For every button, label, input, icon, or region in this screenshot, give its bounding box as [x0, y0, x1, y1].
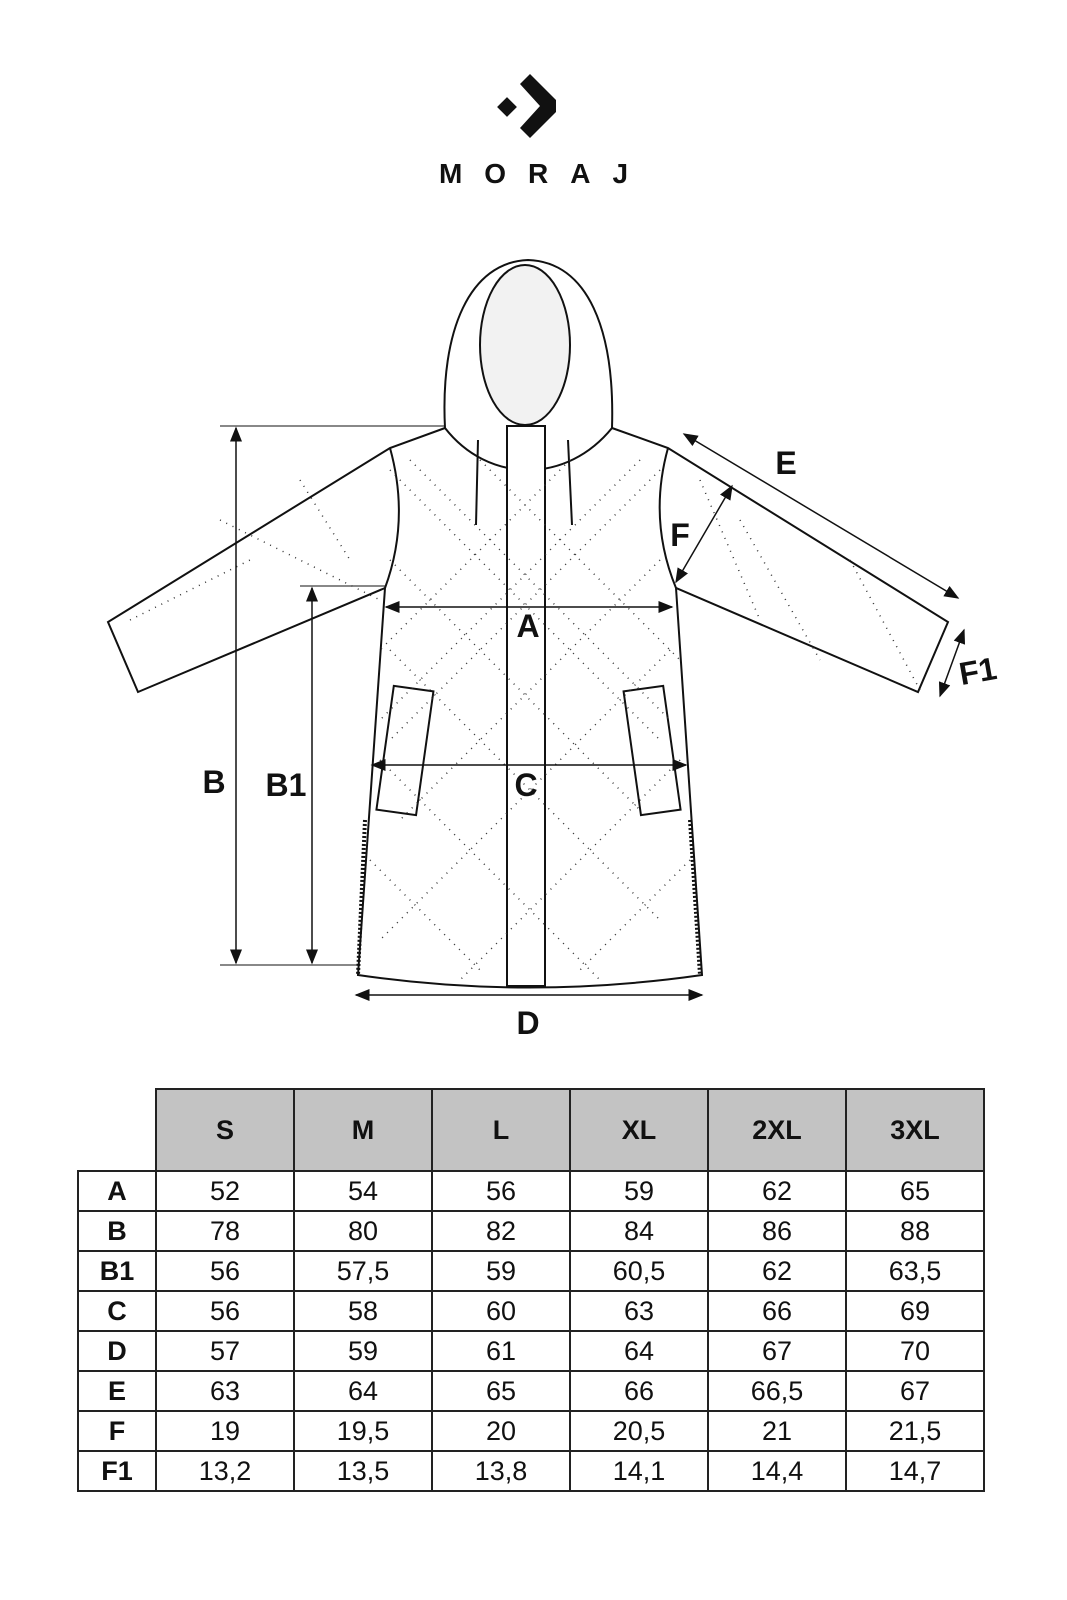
row-label: F1 [77, 1450, 157, 1492]
table-cell: 64 [569, 1330, 709, 1372]
quilt-pattern [129, 459, 921, 981]
row-label: F [77, 1410, 157, 1452]
row-label: D [77, 1330, 157, 1372]
table-cell: 88 [845, 1210, 985, 1252]
size-header: 3XL [845, 1088, 985, 1172]
table-cell: 56 [431, 1170, 571, 1212]
label-c: C [514, 767, 537, 803]
row-label: B1 [77, 1250, 157, 1292]
table-cell: 58 [293, 1290, 433, 1332]
table-cell: 63,5 [845, 1250, 985, 1292]
table-cell: 14,4 [707, 1450, 847, 1492]
label-f: F [670, 517, 690, 553]
table-cell: 62 [707, 1250, 847, 1292]
table-cell: 67 [845, 1370, 985, 1412]
table-cell: 52 [155, 1170, 295, 1212]
table-cell: 59 [293, 1330, 433, 1372]
brand-name: MORAJ [438, 158, 651, 189]
label-b1: B1 [266, 767, 307, 803]
table-cell: 59 [431, 1250, 571, 1292]
table-cell: 86 [707, 1210, 847, 1252]
table-cell: 56 [155, 1250, 295, 1292]
size-header: XL [569, 1088, 709, 1172]
table-cell: 19 [155, 1410, 295, 1452]
table-cell: 14,7 [845, 1450, 985, 1492]
size-header: M [293, 1088, 433, 1172]
table-cell: 59 [569, 1170, 709, 1212]
row-label: A [77, 1170, 157, 1212]
table-cell: 69 [845, 1290, 985, 1332]
table-cell: 63 [155, 1370, 295, 1412]
table-cell: 57,5 [293, 1250, 433, 1292]
table-cell: 65 [845, 1170, 985, 1212]
table-cell: 54 [293, 1170, 433, 1212]
table-cell: 61 [431, 1330, 571, 1372]
table-cell: 21 [707, 1410, 847, 1452]
table-cell: 66,5 [707, 1370, 847, 1412]
table-cell: 67 [707, 1330, 847, 1372]
measurement-lines [220, 425, 966, 1001]
table-cell: 65 [431, 1370, 571, 1412]
label-e: E [775, 445, 796, 481]
table-cell: 64 [293, 1370, 433, 1412]
table-cell: 13,8 [431, 1450, 571, 1492]
table-cell: 13,5 [293, 1450, 433, 1492]
table-cell: 19,5 [293, 1410, 433, 1452]
table-cell: 60,5 [569, 1250, 709, 1292]
label-b: B [202, 764, 225, 800]
row-label: E [77, 1370, 157, 1412]
table-cell: 84 [569, 1210, 709, 1252]
table-cell: 63 [569, 1290, 709, 1332]
table-cell: 21,5 [845, 1410, 985, 1452]
table-cell: 20 [431, 1410, 571, 1452]
label-f1: F1 [956, 650, 999, 692]
label-a: A [516, 608, 539, 644]
table-cell: 57 [155, 1330, 295, 1372]
size-header-row: S M L XL 2XL 3XL [78, 1088, 985, 1172]
label-d: D [516, 1005, 539, 1041]
row-label: B [77, 1210, 157, 1252]
table-cell: 14,1 [569, 1450, 709, 1492]
table-cell: 56 [155, 1290, 295, 1332]
corner-cell [78, 1089, 156, 1171]
jacket-outline [106, 258, 950, 989]
table-cell: 13,2 [155, 1450, 295, 1492]
table-cell: 60 [431, 1290, 571, 1332]
table-cell: 62 [707, 1170, 847, 1212]
size-header: L [431, 1088, 571, 1172]
table-cell: 82 [431, 1210, 571, 1252]
table-cell: 70 [845, 1330, 985, 1372]
logo-icon [497, 74, 556, 138]
table-cell: 66 [569, 1370, 709, 1412]
table-cell: 20,5 [569, 1410, 709, 1452]
size-header: S [155, 1088, 295, 1172]
table-cell: 66 [707, 1290, 847, 1332]
table-cell: 78 [155, 1210, 295, 1252]
row-label: C [77, 1290, 157, 1332]
table-cell: 80 [293, 1210, 433, 1252]
size-header: 2XL [707, 1088, 847, 1172]
